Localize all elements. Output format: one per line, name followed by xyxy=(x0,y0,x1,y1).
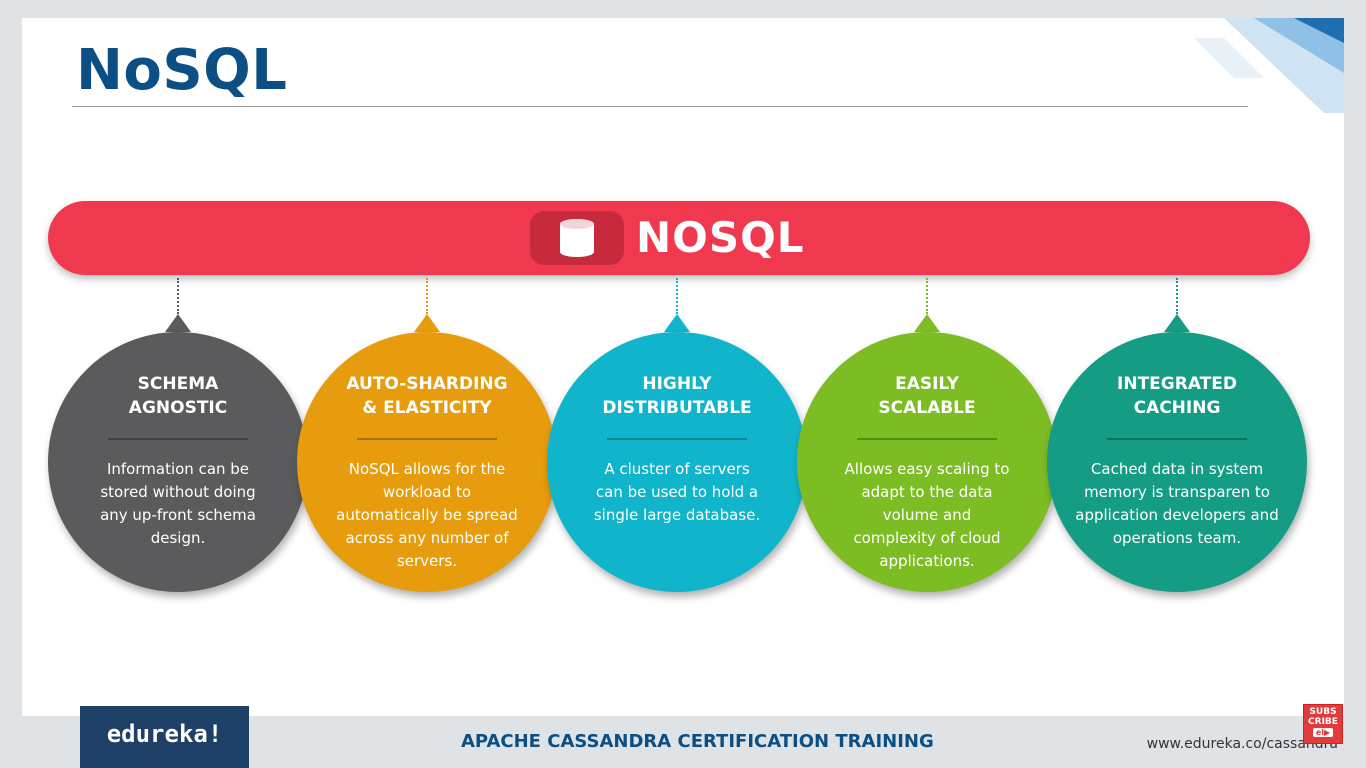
feature-connector xyxy=(1176,278,1178,314)
feature-circle: EASILY SCALABLE Allows easy scaling to ad… xyxy=(797,332,1057,592)
feature-connector xyxy=(926,278,928,314)
feature-connector xyxy=(676,278,678,314)
feature-circle: SCHEMA AGNOSTIC Information can be stored… xyxy=(48,332,308,592)
slide: NoSQL NOSQL SCHEMA AGNOSTIC Information c… xyxy=(22,18,1344,716)
feature-description: Allows easy scaling to adapt to the data… xyxy=(844,460,1010,570)
feature-title: EASILY SCALABLE xyxy=(878,374,976,418)
feature-circle: AUTO-SHARDING & ELASTICITY NoSQL allows f… xyxy=(297,332,557,592)
feature-title: SCHEMA AGNOSTIC xyxy=(128,374,228,418)
banner-badge xyxy=(530,211,624,265)
corner-decoration xyxy=(1194,18,1344,113)
feature-connector xyxy=(426,278,428,314)
feature-pointer xyxy=(914,314,940,332)
subscribe-label-1: SUBS xyxy=(1309,707,1337,717)
feature-pointer xyxy=(664,314,690,332)
feature-connector xyxy=(177,278,179,314)
feature-divider xyxy=(1107,438,1247,440)
edureka-logo: edureka! xyxy=(80,706,249,768)
slide-title: NoSQL xyxy=(76,38,288,103)
feature-title: HIGHLY DISTRIBUTABLE xyxy=(602,374,752,418)
feature-divider xyxy=(357,438,497,440)
feature-description: A cluster of servers can be used to hold… xyxy=(593,460,761,524)
feature-pointer xyxy=(165,314,191,332)
feature-divider xyxy=(108,438,248,440)
database-icon xyxy=(560,219,594,257)
nosql-banner: NOSQL xyxy=(48,201,1310,275)
feature-pointer xyxy=(1164,314,1190,332)
feature-divider xyxy=(857,438,997,440)
subscribe-button[interactable]: SUBS CRIBE el▶ xyxy=(1303,704,1343,744)
feature-description: Information can be stored without doing … xyxy=(100,460,256,547)
course-title: APACHE CASSANDRA CERTIFICATION TRAINING xyxy=(461,731,934,752)
feature-pointer xyxy=(414,314,440,332)
website-url[interactable]: www.edureka.co/cassandra xyxy=(1146,736,1338,752)
feature-description: Cached data in system memory is transpar… xyxy=(1075,460,1279,547)
banner-label: NOSQL xyxy=(636,213,805,262)
feature-title: INTEGRATED CACHING xyxy=(1117,374,1237,418)
brand-label: edureka! xyxy=(106,720,223,748)
title-divider xyxy=(72,106,1248,107)
feature-circle: HIGHLY DISTRIBUTABLE A cluster of servers… xyxy=(547,332,807,592)
subscribe-label-2: CRIBE xyxy=(1308,717,1338,727)
feature-circle: INTEGRATED CACHING Cached data in system … xyxy=(1047,332,1307,592)
feature-title: AUTO-SHARDING & ELASTICITY xyxy=(346,374,508,418)
feature-description: NoSQL allows for the workload to automat… xyxy=(336,460,518,570)
feature-divider xyxy=(607,438,747,440)
play-icon: el▶ xyxy=(1312,728,1334,737)
